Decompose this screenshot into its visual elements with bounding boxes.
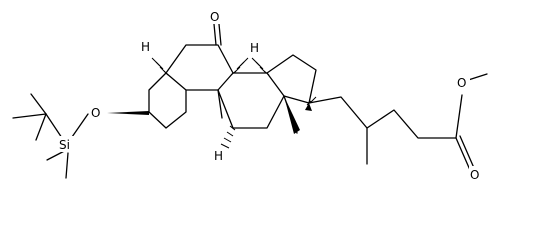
hash-c5-h (151, 57, 169, 76)
tbu-methyl-3 (35, 113, 47, 141)
ketone-bond-2 (218, 23, 222, 46)
si-methyl-2 (65, 152, 69, 179)
ester-double-oxygen-label: O (470, 168, 479, 182)
tbu-methyl-2 (12, 113, 47, 119)
ketone-oxygen-label: O (210, 10, 219, 24)
side-chain-to-ester (366, 109, 457, 139)
silicon-label: Si (59, 138, 70, 152)
si-to-quaternary-c (45, 113, 63, 139)
atom-labels: O O Si O O H H H H (58, 8, 484, 182)
ring-b-bonds (165, 44, 234, 91)
hydrogen-label-c8: H (250, 41, 259, 55)
wedge-c18-methyl (284, 96, 300, 134)
ring-a-bonds (148, 72, 187, 129)
ester-c-o-single (455, 94, 463, 139)
ring-c-bonds (217, 72, 285, 129)
ketone-bond-1 (213, 23, 217, 46)
side-chain-bonds (308, 96, 368, 165)
stereo-wedges (107, 96, 312, 134)
hydrogen-label-c5: H (141, 40, 150, 54)
ether-oxygen-label: O (91, 106, 100, 120)
hash-c17-h (306, 96, 317, 106)
wedge-c3-o (107, 111, 149, 115)
ring-d-bonds (266, 54, 317, 104)
wedge-c17-sidechain (305, 103, 312, 111)
ester-single-oxygen-label: O (457, 76, 466, 90)
ester-c-o-double-1 (455, 137, 471, 171)
methyl-c19 (217, 89, 223, 119)
tbu-methyl-1 (30, 93, 47, 115)
hash-c9-h (220, 125, 236, 149)
hash-c14-h (251, 57, 270, 76)
hashed-bonds (151, 57, 317, 149)
ester-c-o-double-2 (459, 135, 475, 169)
ether-o-si-bond (71, 113, 89, 138)
molecule-structure: O O Si O O H H H H (12, 8, 488, 182)
hash-c8-h (230, 57, 249, 76)
hydrogen-label-c9: H (214, 149, 223, 163)
